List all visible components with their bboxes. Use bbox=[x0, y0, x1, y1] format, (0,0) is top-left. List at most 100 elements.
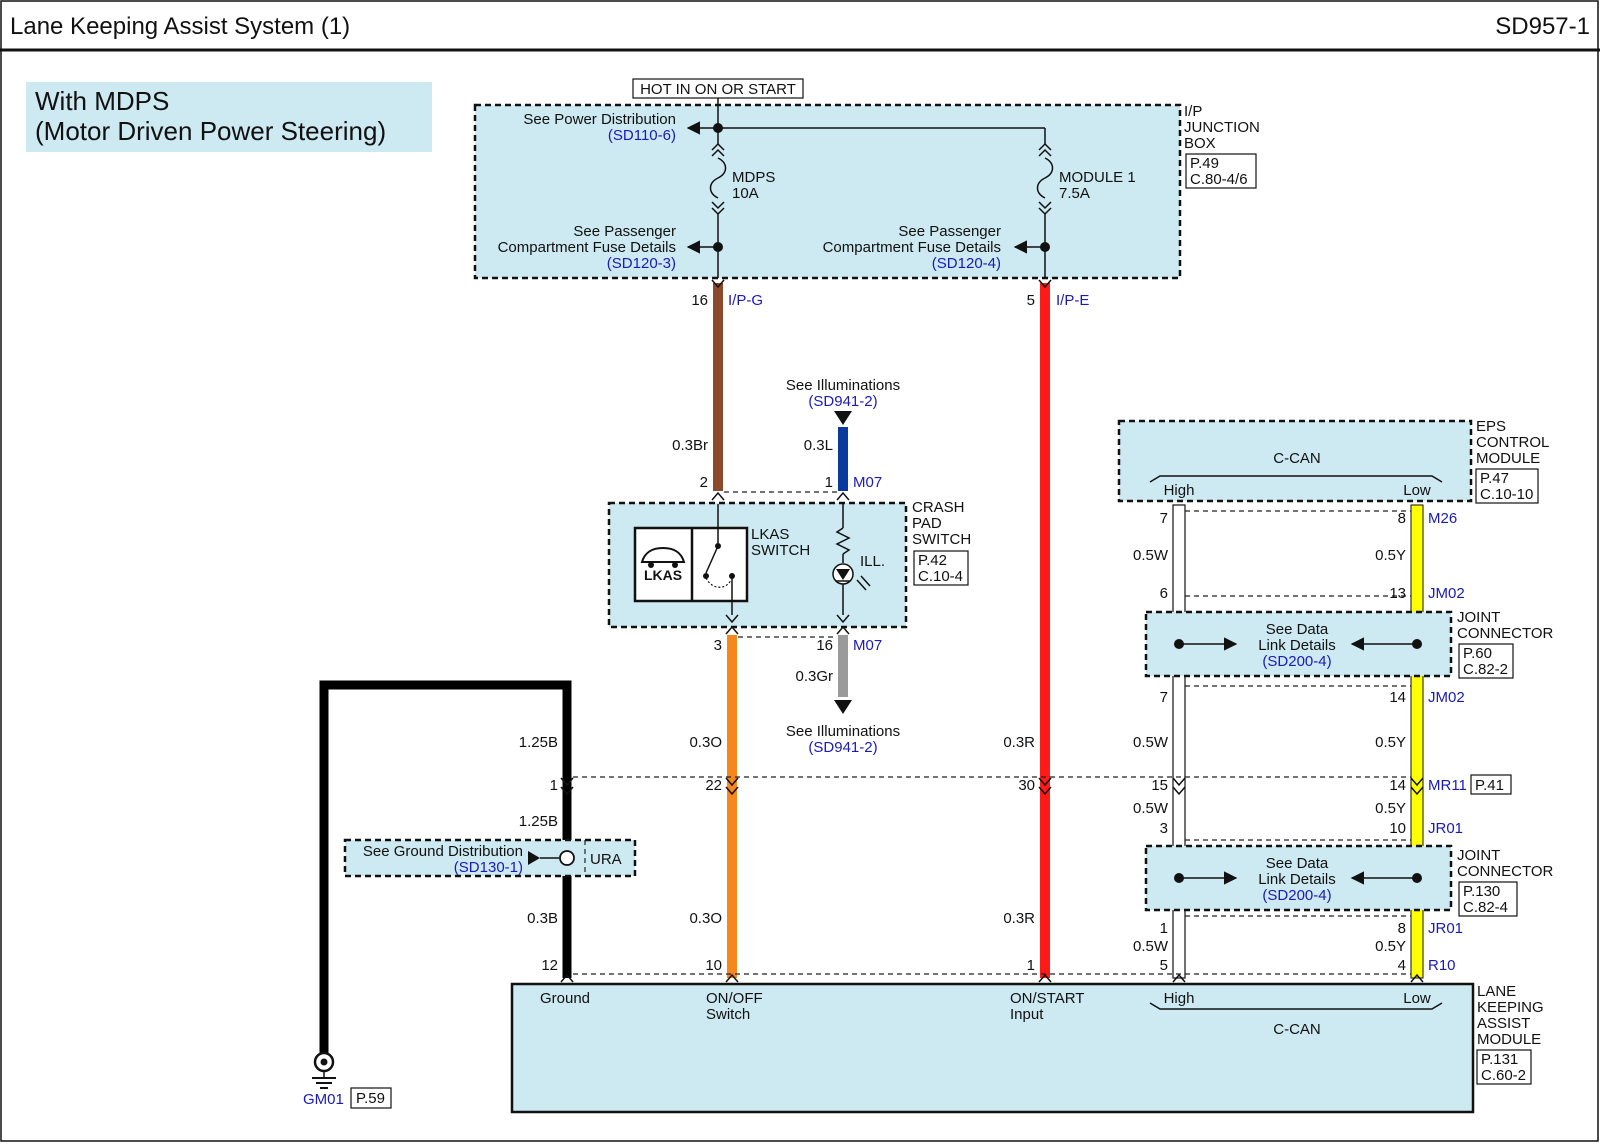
pin-m26-8: 8 bbox=[1398, 510, 1406, 527]
lka-ground-label: Ground bbox=[540, 990, 590, 1007]
eps-high: High bbox=[1164, 482, 1195, 499]
pin-lka-12: 12 bbox=[541, 957, 558, 974]
conn-jm02: JM02 bbox=[1428, 585, 1465, 602]
eps-low: Low bbox=[1403, 482, 1431, 499]
illum-top-text: See Illuminations bbox=[786, 377, 900, 394]
wire-yellow-label-4: 0.5Y bbox=[1375, 938, 1406, 955]
ill-label: ILL. bbox=[860, 553, 885, 570]
eps-module-box bbox=[1117, 419, 1473, 503]
lka-ref-2: C.60-2 bbox=[1481, 1067, 1526, 1084]
crash-pad-ref bbox=[913, 550, 969, 586]
lkas-switch-label-1: LKAS bbox=[751, 526, 789, 543]
ground-dist-text: See Ground Distribution bbox=[363, 843, 523, 860]
ip-junction-box-name-3: BOX bbox=[1184, 135, 1216, 152]
ground-dist-ref[interactable]: (SD130-1) bbox=[454, 859, 523, 876]
pin-jr01-1: 1 bbox=[1160, 920, 1168, 937]
wire-red-label-2: 0.3R bbox=[1003, 910, 1035, 927]
joint2-ref-2: C.82-4 bbox=[1463, 899, 1508, 916]
eps-ref-1: P.47 bbox=[1480, 470, 1509, 487]
wire-black-label-2: 1.25B bbox=[519, 813, 558, 830]
fuse-details-left-ref[interactable]: (SD120-3) bbox=[607, 255, 676, 272]
crash-pad-name-2: PAD bbox=[912, 515, 942, 532]
crash-pad-name-3: SWITCH bbox=[912, 531, 971, 548]
eps-name-3: MODULE bbox=[1476, 450, 1540, 467]
crash-pad-name-1: CRASH bbox=[912, 499, 965, 516]
pin-m07-3: 3 bbox=[714, 637, 722, 654]
pin-m07-16: 16 bbox=[816, 637, 833, 654]
joint1-ref-link[interactable]: (SD200-4) bbox=[1262, 653, 1331, 670]
eps-ref-2: C.10-10 bbox=[1480, 486, 1533, 503]
wire-gray bbox=[838, 635, 848, 697]
crash-pad-ref-2: C.10-4 bbox=[918, 568, 963, 585]
illum-top-ref[interactable]: (SD941-2) bbox=[808, 393, 877, 410]
joint1-name-2: CONNECTOR bbox=[1457, 625, 1554, 642]
wire-black-label-1: 1.25B bbox=[519, 734, 558, 751]
pin-lka-1: 1 bbox=[1027, 957, 1035, 974]
conn-jr01-2: JR01 bbox=[1428, 920, 1463, 937]
joint1-name-1: JOINT bbox=[1457, 609, 1500, 626]
pin-lka-5: 5 bbox=[1160, 957, 1168, 974]
conn-m07: M07 bbox=[853, 474, 882, 491]
joint1-text-2: Link Details bbox=[1258, 637, 1336, 654]
lka-onoff-2: Switch bbox=[706, 1006, 750, 1023]
variant-box bbox=[26, 82, 432, 152]
lka-ref bbox=[1476, 1049, 1532, 1085]
joint2-ref-link[interactable]: (SD200-4) bbox=[1262, 887, 1331, 904]
pin-ipe: 5 bbox=[1027, 292, 1035, 309]
fuse-details-right-2: Compartment Fuse Details bbox=[823, 239, 1001, 256]
pin-m26-7: 7 bbox=[1160, 510, 1168, 527]
eps-bus: C-CAN bbox=[1273, 450, 1321, 467]
wire-orange-label-2: 0.3O bbox=[689, 910, 722, 927]
wire-yellow-label-3: 0.5Y bbox=[1375, 800, 1406, 817]
joint1-ref-1: P.60 bbox=[1463, 645, 1492, 662]
lka-name-3: ASSIST bbox=[1477, 1015, 1530, 1032]
power-label: HOT IN ON OR START bbox=[640, 81, 796, 98]
wire-orange-label-1: 0.3O bbox=[689, 734, 722, 751]
pin-lka-4: 4 bbox=[1398, 957, 1406, 974]
joint2-ref bbox=[1458, 881, 1518, 917]
wire-red bbox=[1040, 283, 1050, 978]
eps-name-1: EPS bbox=[1476, 418, 1506, 435]
lka-module-box bbox=[510, 982, 1475, 1114]
illum-bottom-ref[interactable]: (SD941-2) bbox=[808, 739, 877, 756]
lka-onstart-2: Input bbox=[1010, 1006, 1044, 1023]
pin-jm02-14: 14 bbox=[1389, 689, 1406, 706]
lka-low: Low bbox=[1403, 990, 1431, 1007]
power-dist-ref[interactable]: (SD110-6) bbox=[608, 127, 676, 144]
wire-white-label-3: 0.5W bbox=[1133, 800, 1169, 817]
joint2-name-2: CONNECTOR bbox=[1457, 863, 1554, 880]
pin-mr11-1: 1 bbox=[550, 777, 558, 794]
lka-name-1: LANE bbox=[1477, 983, 1516, 1000]
joint2-ref-1: P.130 bbox=[1463, 883, 1500, 900]
fuse-mdps-icon bbox=[709, 128, 727, 278]
power-dist-text: See Power Distribution bbox=[523, 111, 676, 128]
ip-junction-box-name-2: JUNCTION bbox=[1184, 119, 1260, 136]
ground-ref: P.59 bbox=[356, 1090, 385, 1107]
ip-junction-box bbox=[473, 103, 1182, 280]
fuse-details-right-ref[interactable]: (SD120-4) bbox=[932, 255, 1001, 272]
ill-lamp-icon bbox=[832, 504, 871, 615]
fuse-details-right-1: See Passenger bbox=[898, 223, 1001, 240]
lka-ref-1: P.131 bbox=[1481, 1051, 1518, 1068]
crash-pad-ref-1: P.42 bbox=[918, 552, 947, 569]
wire-white-label-1: 0.5W bbox=[1133, 547, 1169, 564]
conn-ipg: I/P-G bbox=[728, 292, 763, 309]
ground-ref-box bbox=[350, 1087, 392, 1109]
illum-bottom-text: See Illuminations bbox=[786, 723, 900, 740]
joint1-ref bbox=[1458, 643, 1514, 679]
lkas-switch-icon: LKAS bbox=[633, 504, 749, 615]
wire-blue bbox=[838, 427, 848, 491]
lkas-switch-label-2: SWITCH bbox=[751, 542, 810, 559]
ip-junction-box-ref-2: C.80-4/6 bbox=[1190, 171, 1248, 188]
ground-dist-splice: URA bbox=[590, 851, 622, 868]
wire-yellow-label-1: 0.5Y bbox=[1375, 547, 1406, 564]
conn-r10: R10 bbox=[1428, 957, 1456, 974]
ground-dist-box bbox=[343, 838, 637, 878]
wire-orange bbox=[727, 635, 737, 978]
lka-name-4: MODULE bbox=[1477, 1031, 1541, 1048]
conn-m07-2: M07 bbox=[853, 637, 882, 654]
joint2-text-2: Link Details bbox=[1258, 871, 1336, 888]
